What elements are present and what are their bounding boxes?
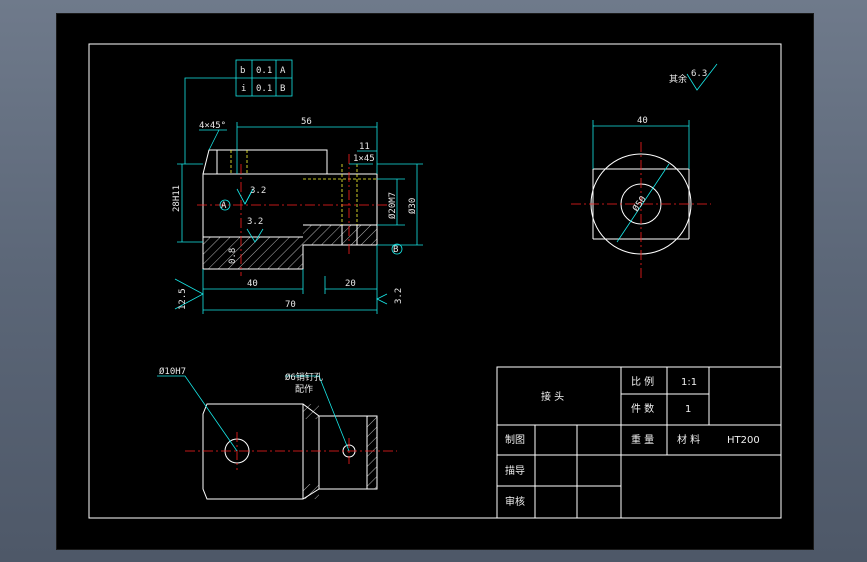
tolerance-symbol-1: b [240,66,245,76]
tolerance-value-1: 0.1 [256,66,272,76]
dim-11: 11 [359,142,370,152]
title-part-name: 接 头 [541,390,564,403]
title-weight-label: 重 量 [631,433,654,446]
title-material-value: HT200 [727,435,760,446]
dim-20m7: Ø20M7 [387,192,398,219]
dim-28h11: 28H11 [172,185,182,212]
bottom-view-hatch-top [303,404,319,419]
label-hole-10h7: Ø10H7 [159,366,186,377]
label-pin-hole: Ø6销钉孔 [285,371,323,383]
rest-roughness-value: 6.3 [691,69,707,79]
bottom-view-hatch-bottom [303,484,319,499]
tolerance-datum-2: B [280,84,285,94]
cad-drawing-canvas: b 0.1 A i 0.1 B 28H11 4×45° 56 11 1×45 3… [88,43,782,519]
dim-40-side: 40 [637,116,648,126]
dim-56: 56 [301,117,312,127]
roughness-3-2-c: 3.2 [394,288,404,304]
title-qty-label: 件 数 [631,402,654,415]
title-design-label: 描导 [505,464,525,477]
tolerance-symbol-2: i [241,84,246,94]
datum-b-marker: B [393,245,398,255]
front-view-top-step [202,149,328,175]
tolerance-datum-1: A [280,66,286,76]
front-view [197,149,387,276]
roughness-12-5: 12.5 [178,288,188,310]
front-view-hatch-right [303,225,377,245]
bottom-view-outline [202,403,378,500]
roughness-3-2-a: 3.2 [250,186,266,196]
drawing-border [88,43,782,519]
dim-chamfer: 4×45° [199,121,226,131]
tolerance-value-2: 0.1 [256,84,272,94]
bottom-view: Ø10H7 Ø6销钉孔 配作 [157,366,397,500]
title-qty-value: 1 [685,404,691,415]
title-review-label: 审核 [505,495,525,508]
dim-30: Ø30 [407,198,418,214]
front-view-dimensions: b 0.1 A i 0.1 B 28H11 4×45° 56 11 1×45 3… [172,59,423,314]
front-view-hatch-left [203,237,225,269]
front-view-hatch-middle [225,237,303,269]
title-scale-value: 1:1 [681,377,697,388]
title-scale-label: 比 例 [631,375,654,388]
dim-50-side: Ø50 [630,194,648,214]
title-block[interactable]: 接 头 比 例 1:1 件 数 1 制图 重 量 材 料 HT200 描导 审核 [496,366,782,519]
rest-roughness-label: 其余 [669,73,687,85]
dim-40-front: 40 [247,279,258,289]
dim-20-front: 20 [345,279,356,289]
title-drawn-label: 制图 [505,433,525,446]
roughness-3-2-b: 3.2 [247,217,263,227]
roughness-0-8: 0.8 [228,248,238,264]
dim-1x45: 1×45 [353,154,375,164]
bottom-view-hatch-right [367,416,377,489]
datum-a-marker: A [221,201,227,211]
drawing-viewport[interactable]: b 0.1 A i 0.1 B 28H11 4×45° 56 11 1×45 3… [56,13,814,550]
label-pin-note: 配作 [295,383,313,395]
side-view: Ø50 40 其余 6.3 [571,63,718,280]
dim-70: 70 [285,300,296,310]
title-material-label: 材 料 [677,433,700,446]
